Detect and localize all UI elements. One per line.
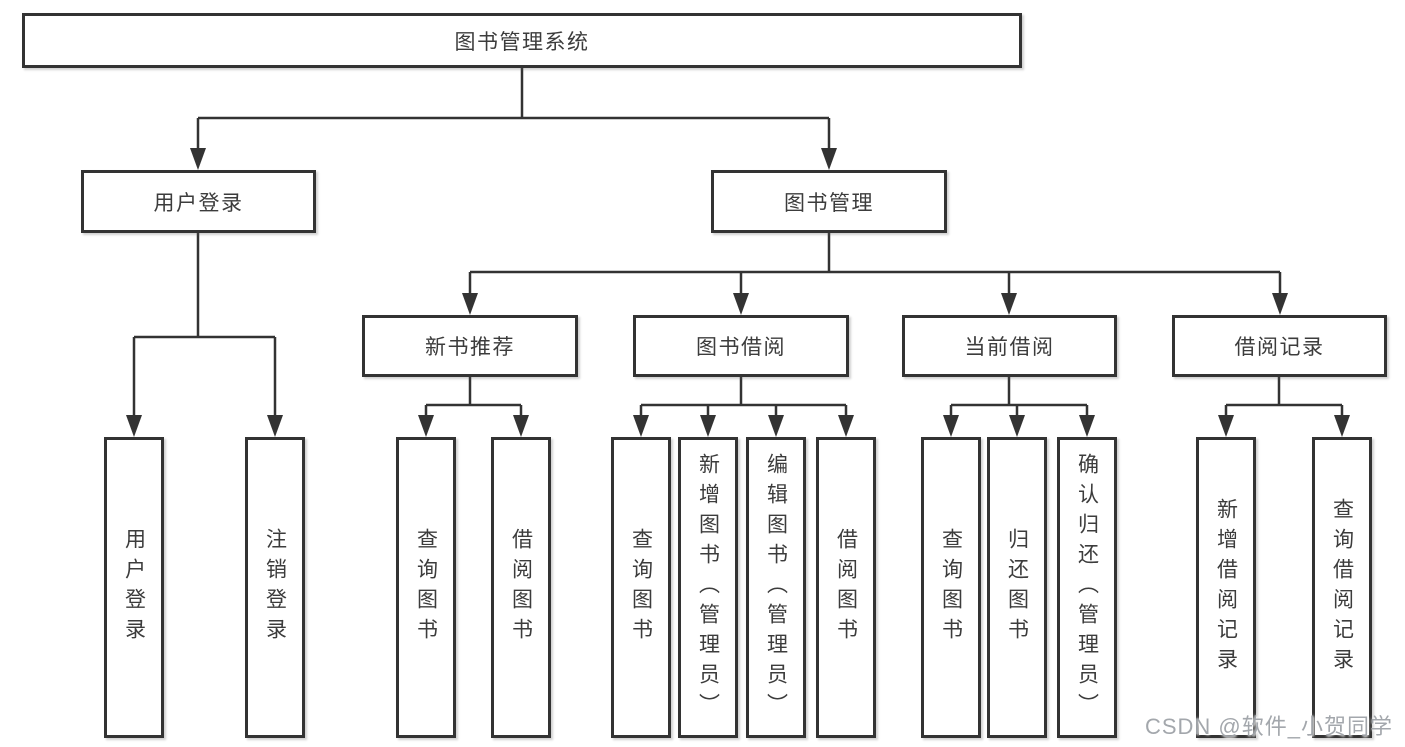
leaf-label: 确认归还（管理员） xyxy=(1075,452,1099,723)
leaf-borrow-books-borrowing: 借阅图书 xyxy=(816,437,876,738)
node-label: 用户登录 xyxy=(153,191,244,215)
leaf-label: 查询图书 xyxy=(414,527,438,648)
node-label: 新书推荐 xyxy=(425,336,515,359)
leaf-user-login: 用户登录 xyxy=(104,437,164,738)
leaf-add-book-admin: 新增图书（管理员） xyxy=(678,437,738,738)
node-book-borrowing: 图书借阅 xyxy=(633,315,849,377)
leaf-query-books-borrowing: 查询图书 xyxy=(611,437,671,738)
node-borrowing-records: 借阅记录 xyxy=(1172,315,1387,377)
leaf-add-borrow-record: 新增借阅记录 xyxy=(1196,437,1256,738)
leaf-edit-book-admin: 编辑图书（管理员） xyxy=(746,437,806,738)
node-label: 借阅记录 xyxy=(1234,336,1325,359)
node-book-management: 图书管理 xyxy=(711,170,947,233)
leaf-borrow-books-recommend: 借阅图书 xyxy=(491,437,551,738)
leaf-query-books-recommend: 查询图书 xyxy=(396,437,456,738)
leaf-label: 归还图书 xyxy=(1005,527,1029,648)
leaf-query-books-current: 查询图书 xyxy=(921,437,981,738)
node-new-book-recommend: 新书推荐 xyxy=(362,315,578,377)
leaf-label: 借阅图书 xyxy=(834,527,858,648)
leaf-label: 新增借阅记录 xyxy=(1214,497,1238,678)
node-label: 图书管理系统 xyxy=(454,30,590,54)
leaf-query-borrow-record: 查询借阅记录 xyxy=(1312,437,1372,738)
node-label: 当前借阅 xyxy=(964,336,1055,359)
node-user-login: 用户登录 xyxy=(81,170,316,233)
csdn-watermark: CSDN @软件_小贺同学 xyxy=(1144,714,1393,739)
leaf-label: 编辑图书（管理员） xyxy=(764,452,788,723)
leaf-confirm-return-admin: 确认归还（管理员） xyxy=(1057,437,1117,738)
node-library-system: 图书管理系统 xyxy=(22,13,1022,68)
leaf-label: 查询图书 xyxy=(939,527,963,648)
node-label: 图书管理 xyxy=(784,191,874,215)
leaf-label: 查询图书 xyxy=(629,527,653,648)
leaf-label: 用户登录 xyxy=(122,527,146,648)
leaf-label: 新增图书（管理员） xyxy=(696,452,720,723)
node-label: 图书借阅 xyxy=(696,336,786,359)
leaf-label: 注销登录 xyxy=(263,527,287,648)
node-current-borrowing: 当前借阅 xyxy=(902,315,1117,377)
leaf-return-book: 归还图书 xyxy=(987,437,1047,738)
leaf-label: 查询借阅记录 xyxy=(1330,497,1354,678)
leaf-logout: 注销登录 xyxy=(245,437,305,738)
leaf-label: 借阅图书 xyxy=(509,527,533,648)
